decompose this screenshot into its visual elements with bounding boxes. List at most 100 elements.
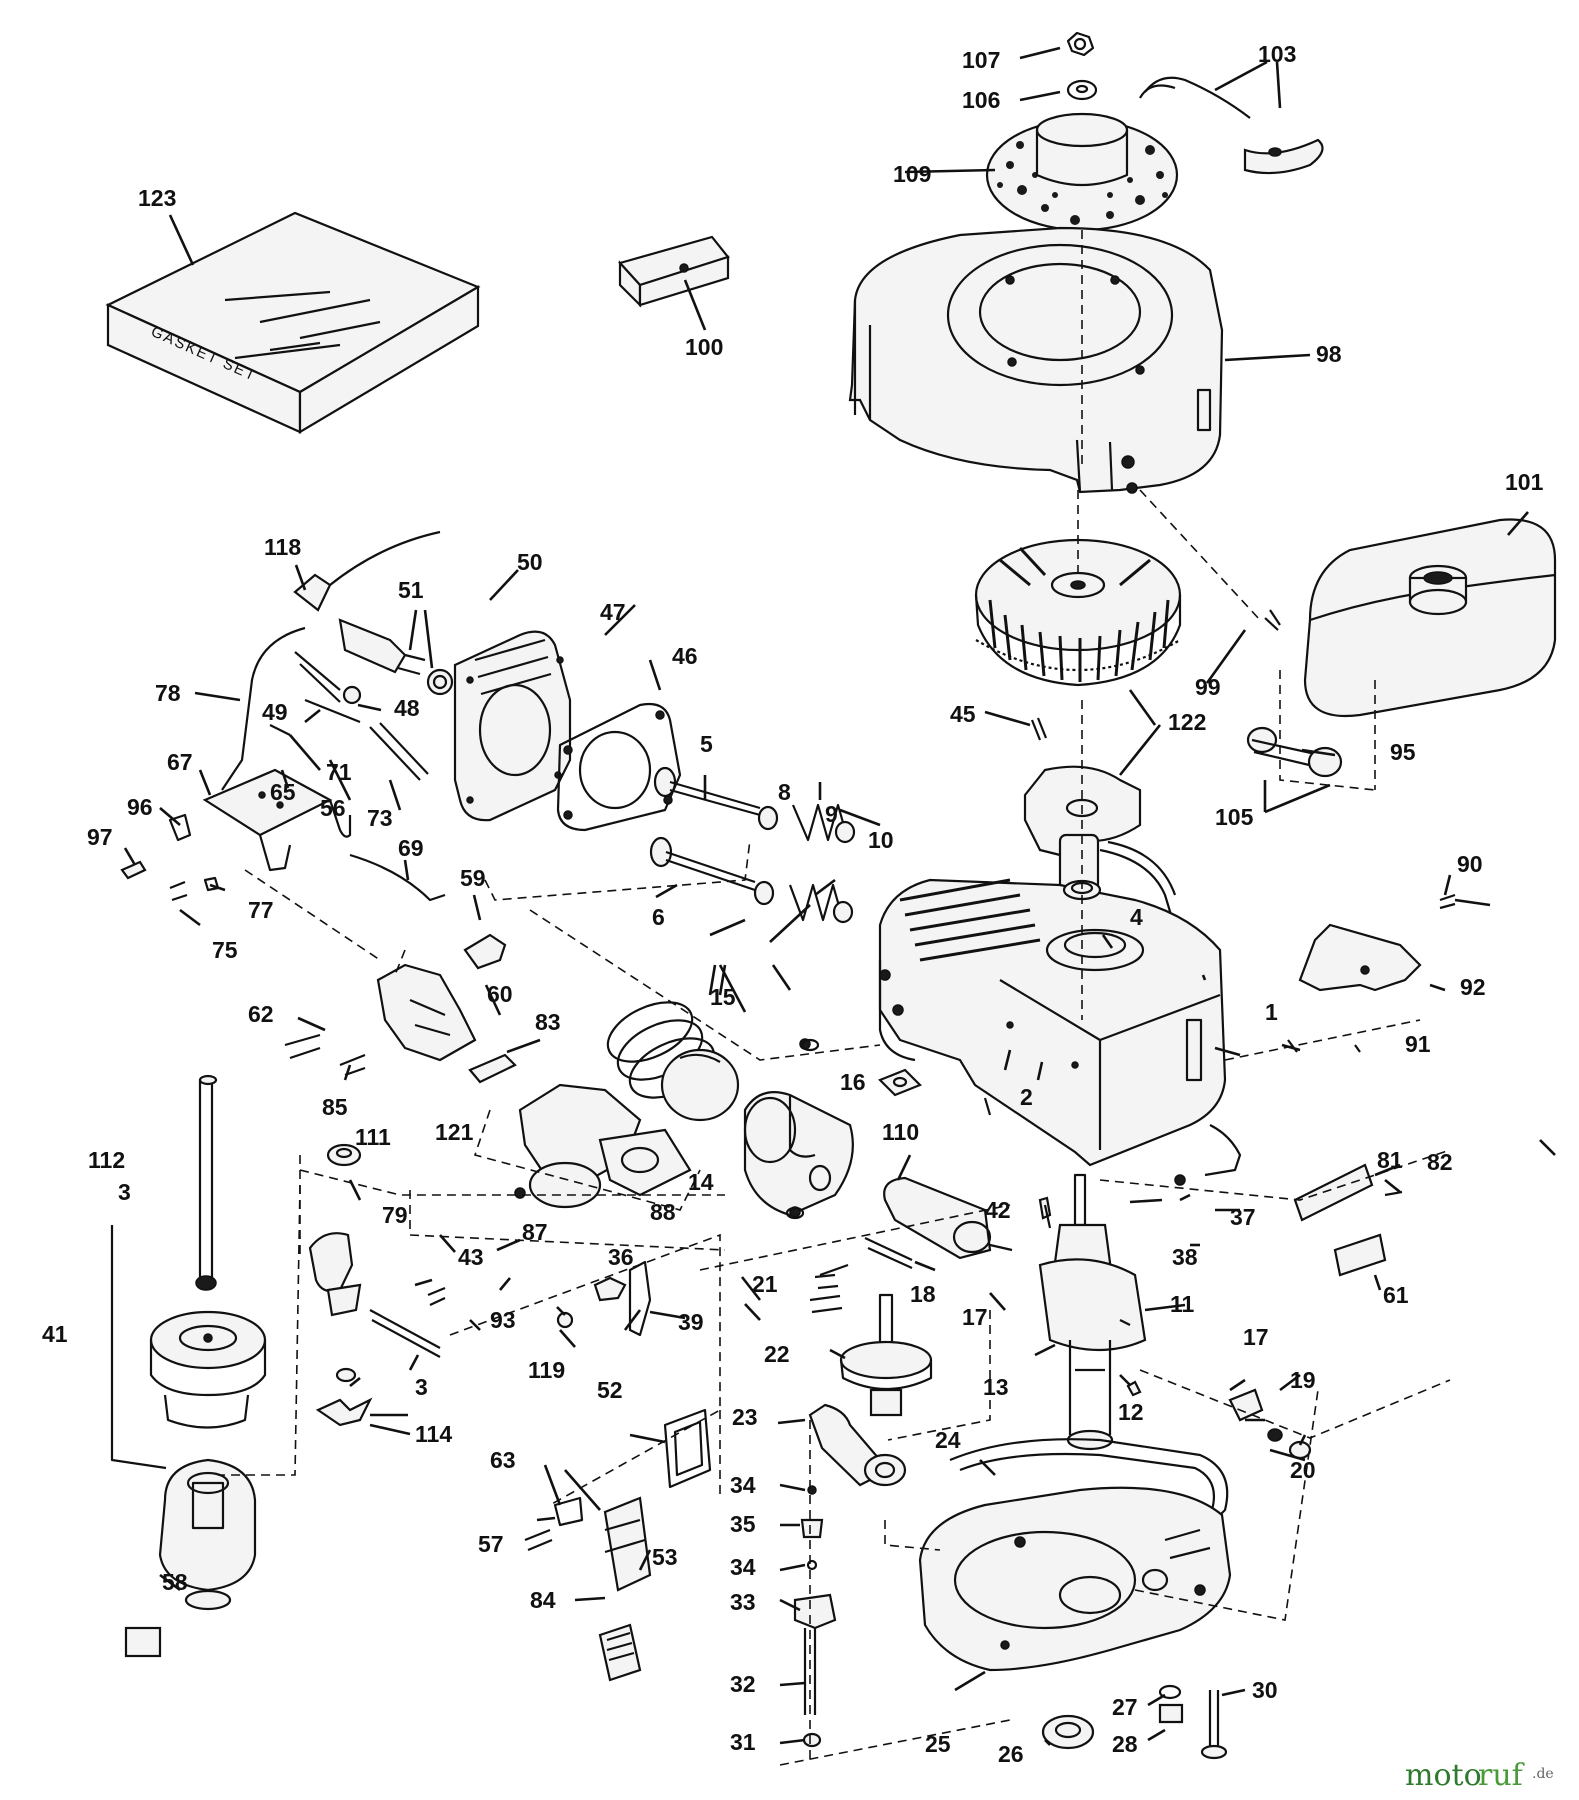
callout-3: 3 <box>118 1179 131 1205</box>
callout-6: 6 <box>652 904 665 930</box>
watermark-part-b: ruf <box>1478 1758 1525 1793</box>
callout-90: 90 <box>1457 851 1483 877</box>
callout-8: 8 <box>778 779 791 805</box>
callout-21: 21 <box>752 1271 778 1297</box>
callout-110: 110 <box>882 1119 919 1145</box>
callout-59: 59 <box>460 865 486 891</box>
callout-numbers: 107 106 103 109 123 100 98 101 118 50 51… <box>42 41 1544 1767</box>
callout-83: 83 <box>535 1009 561 1035</box>
callout-61: 61 <box>1383 1282 1409 1308</box>
piston <box>743 1038 854 1218</box>
callout-46: 46 <box>672 643 698 669</box>
breather-cover <box>524 1408 712 1682</box>
callout-91: 91 <box>1405 1031 1431 1057</box>
callout-9: 9 <box>825 801 838 827</box>
callout-36: 36 <box>608 1244 634 1270</box>
blower-housing <box>848 226 1224 494</box>
crankshaft <box>1038 1173 1147 1451</box>
callout-35: 35 <box>730 1511 756 1537</box>
callout-73: 73 <box>367 805 393 831</box>
callout-20: 20 <box>1290 1457 1316 1483</box>
callout-31: 31 <box>730 1729 756 1755</box>
callout-18: 18 <box>910 1281 936 1307</box>
bracket-part <box>617 235 730 308</box>
callout-17: 17 <box>962 1304 988 1330</box>
callout-81: 81 <box>1377 1147 1403 1173</box>
callout-105: 105 <box>1215 804 1254 830</box>
callout-15: 15 <box>710 984 736 1010</box>
connecting-rod <box>864 1176 1052 1270</box>
callout-84: 84 <box>530 1587 556 1613</box>
callout-39: 39 <box>678 1309 704 1335</box>
watermark-logo: moto ruf .de <box>1405 1758 1554 1793</box>
fuel-tank <box>1303 518 1557 718</box>
callout-28: 28 <box>1112 1731 1138 1757</box>
callout-23: 23 <box>732 1404 758 1430</box>
callout-111: 111 <box>355 1124 391 1150</box>
callout-100: 100 <box>685 334 723 360</box>
callout-65: 65 <box>270 779 296 805</box>
callout-37: 37 <box>1230 1204 1256 1230</box>
small-hardware <box>785 609 1456 1760</box>
callout-12: 12 <box>1118 1399 1144 1425</box>
callout-2: 2 <box>1020 1084 1033 1110</box>
callout-96: 96 <box>127 794 153 820</box>
callout-82: 82 <box>1427 1149 1453 1175</box>
callout-103: 103 <box>1258 41 1296 67</box>
callout-10: 10 <box>868 827 894 853</box>
oil-pump-parts <box>793 1403 907 1748</box>
callout-3b: 3 <box>415 1374 428 1400</box>
head-gasket <box>556 702 682 832</box>
callout-13: 13 <box>983 1374 1009 1400</box>
callout-45: 45 <box>950 701 976 727</box>
callout-43: 43 <box>458 1244 484 1270</box>
callout-4: 4 <box>1130 904 1143 930</box>
callout-38: 38 <box>1172 1244 1198 1270</box>
callout-78: 78 <box>155 680 181 706</box>
breather-parts <box>308 1143 446 1427</box>
callout-92: 92 <box>1460 974 1486 1000</box>
callout-5: 5 <box>700 731 713 757</box>
callout-19: 19 <box>1290 1367 1316 1393</box>
callout-30: 30 <box>1252 1677 1278 1703</box>
callout-107: 107 <box>962 47 1000 73</box>
callout-51: 51 <box>398 577 424 603</box>
callout-119: 119 <box>528 1357 565 1383</box>
cylinder-head <box>453 630 572 822</box>
leader-lines <box>123 46 1556 1746</box>
callout-16: 16 <box>840 1069 866 1095</box>
air-cleaner <box>110 1074 267 1658</box>
callout-112: 112 <box>88 1147 125 1173</box>
piston-rings <box>606 1001 740 1122</box>
callout-88: 88 <box>650 1199 676 1225</box>
spark-plug <box>221 530 454 791</box>
callout-11: 11 <box>1170 1291 1195 1317</box>
oil-sump-base <box>918 1438 1232 1672</box>
watermark-part-c: .de <box>1532 1766 1554 1782</box>
callout-69: 69 <box>398 835 424 861</box>
callout-41: 41 <box>42 1321 68 1347</box>
callout-57: 57 <box>478 1531 504 1557</box>
callout-67: 67 <box>167 749 193 775</box>
camshaft-gear <box>809 1273 933 1417</box>
callout-95: 95 <box>1390 739 1416 765</box>
callout-42: 42 <box>985 1197 1011 1223</box>
gasket-set-box: GASKET SET <box>105 211 481 434</box>
callout-75: 75 <box>212 937 238 963</box>
callout-34: 34 <box>730 1472 756 1498</box>
callout-26: 26 <box>998 1741 1024 1767</box>
callout-106: 106 <box>962 87 1000 113</box>
valve-train <box>649 766 856 924</box>
callout-60: 60 <box>487 981 513 1007</box>
crankcase-block <box>878 878 1227 1167</box>
callout-71: 71 <box>326 759 352 785</box>
callout-85: 85 <box>322 1094 348 1120</box>
callout-17b: 17 <box>1243 1324 1269 1350</box>
callout-53: 53 <box>652 1544 678 1570</box>
callout-98: 98 <box>1316 341 1342 367</box>
callout-79: 79 <box>382 1202 408 1228</box>
callout-52: 52 <box>597 1377 623 1403</box>
flywheel <box>974 538 1182 687</box>
callout-47: 47 <box>600 599 626 625</box>
